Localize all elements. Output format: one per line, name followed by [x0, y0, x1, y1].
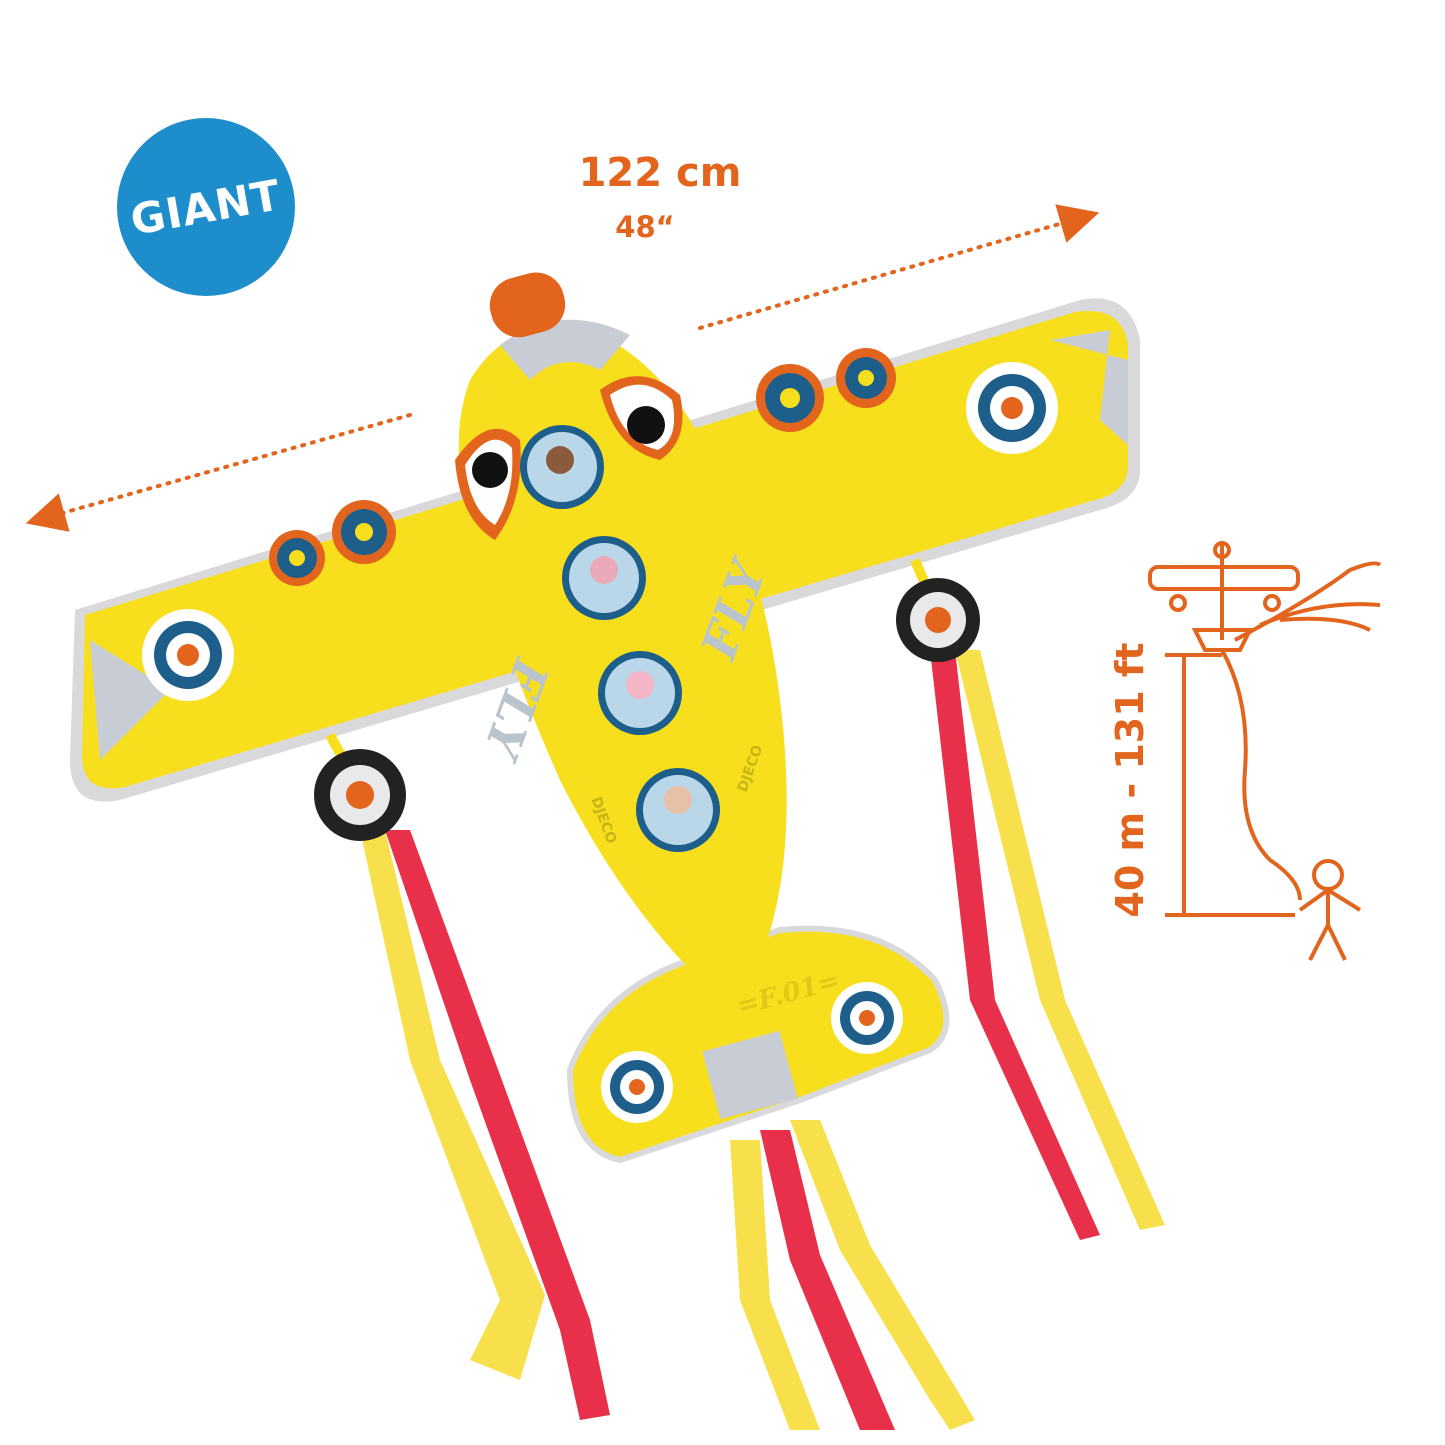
porthole-icon — [636, 768, 720, 852]
roundel-icon — [831, 982, 903, 1054]
height-diagram — [1148, 541, 1382, 961]
wheel-icon — [896, 558, 980, 662]
giant-badge: GIANT — [117, 118, 295, 296]
eye-icon — [600, 376, 683, 460]
wingspan-arrow-right — [698, 204, 1100, 330]
ribbons — [360, 650, 1165, 1430]
wingspan-arrow-left — [25, 413, 412, 532]
porthole-icon — [562, 536, 646, 620]
roundel-icon — [601, 1051, 673, 1123]
kite-tail: =F.01= — [566, 925, 950, 1164]
porthole-icon — [520, 425, 604, 509]
roundel-icon — [142, 609, 234, 701]
wheel-icon — [314, 732, 406, 841]
eye-icon — [455, 428, 521, 540]
propeller-cap-icon — [489, 272, 566, 338]
porthole-icon — [598, 651, 682, 735]
wingspan-metric: 122 cm — [578, 150, 742, 196]
wingspan-imperial: 48“ — [615, 210, 675, 244]
roundel-icon — [966, 362, 1058, 454]
engine-flower-icon — [269, 348, 896, 586]
